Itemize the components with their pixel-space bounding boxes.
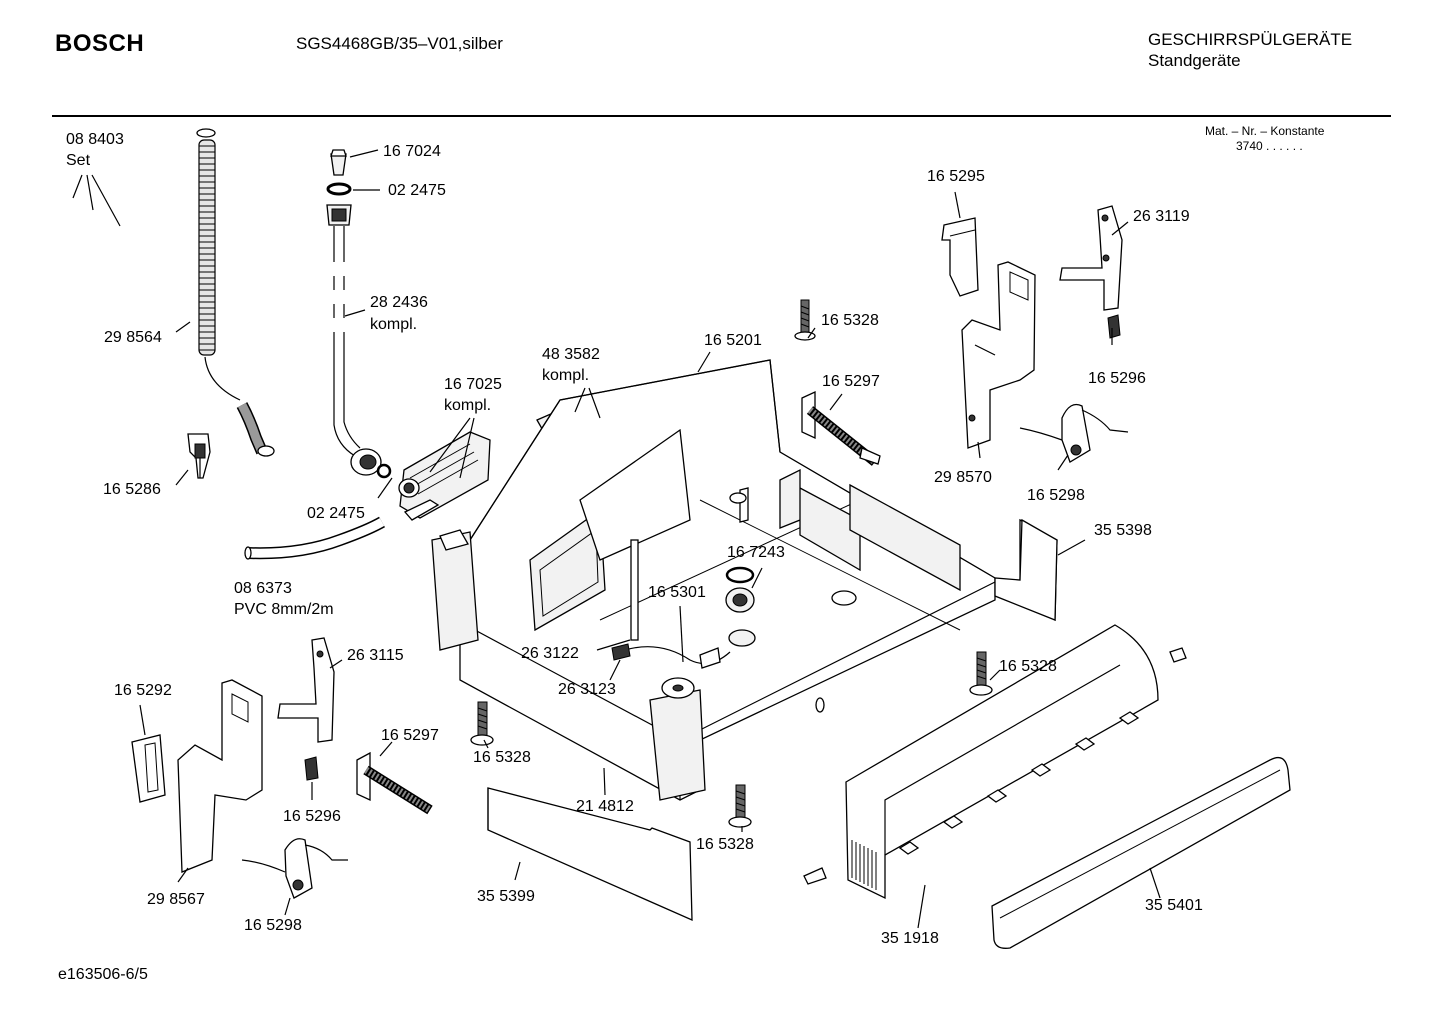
label-263122: 26 3122	[521, 645, 579, 662]
float-assembly-167243[interactable]	[661, 566, 857, 699]
label-298570: 29 8570	[934, 469, 992, 486]
label-165297-left: 16 5297	[381, 727, 439, 744]
label-pvc: PVC 8mm/2m	[234, 601, 334, 618]
part-labels: 08 8403 Set 29 8564 16 5286 16 7024 02 2…	[66, 131, 1203, 947]
label-088403: 08 8403	[66, 131, 124, 148]
label-165201: 16 5201	[704, 332, 762, 349]
screw-165328-left[interactable]	[470, 701, 494, 746]
bracket-298567[interactable]	[177, 679, 263, 873]
pvc-hose-086373[interactable]	[244, 516, 385, 560]
bracket-263115[interactable]	[277, 637, 335, 743]
label-263115: 26 3115	[347, 647, 404, 664]
label-355398: 35 5398	[1094, 522, 1152, 539]
label-298567: 29 8567	[147, 891, 205, 908]
label-165296-right: 16 5296	[1088, 370, 1146, 387]
label-165298-right: 16 5298	[1027, 487, 1085, 504]
label-165328-mid: 16 5328	[999, 658, 1057, 675]
category-subtitle: Standgeräte	[1148, 51, 1241, 70]
clip-165296-left[interactable]	[304, 756, 319, 781]
bracket-263119[interactable]	[1059, 205, 1123, 311]
bracket-165295[interactable]	[941, 217, 979, 297]
label-022475-bottom: 02 2475	[307, 505, 365, 522]
label-355401: 35 5401	[1145, 897, 1203, 914]
brand-logo: BOSCH	[55, 30, 145, 57]
label-165286: 16 5286	[103, 481, 161, 498]
label-355399: 35 5399	[477, 888, 535, 905]
label-kompl-1: kompl.	[370, 316, 417, 333]
material-note-title: Mat. – Nr. – Konstante	[1205, 124, 1325, 138]
clip-165286[interactable]	[187, 433, 211, 479]
label-165296-left: 16 5296	[283, 808, 341, 825]
bracket-298570[interactable]	[961, 261, 1036, 449]
kick-panel-351918[interactable]	[803, 624, 1187, 900]
model-number: SGS4468GB/35–V01,silber	[296, 34, 503, 53]
spring-165297-right[interactable]	[801, 390, 881, 466]
label-263123: 26 3123	[558, 681, 616, 698]
label-165297-right: 16 5297	[822, 373, 880, 390]
label-165301: 16 5301	[648, 584, 706, 601]
category-title: GESCHIRRSPÜLGERÄTE	[1148, 30, 1353, 49]
label-165292: 16 5292	[114, 682, 172, 699]
label-263119: 26 3119	[1133, 208, 1190, 225]
door-latch-165298-left[interactable]	[241, 838, 348, 899]
inlet-hose-282436[interactable]	[326, 149, 392, 479]
drain-hose-298564[interactable]	[196, 128, 275, 457]
spring-165297-left[interactable]	[356, 751, 433, 815]
label-kompl-2: kompl.	[542, 367, 589, 384]
drawing-code: e163506-6/5	[58, 966, 148, 983]
wiring-263122[interactable]	[611, 539, 731, 669]
clip-165296-right[interactable]	[1107, 314, 1121, 339]
label-167243: 16 7243	[727, 544, 785, 561]
cover-355401[interactable]	[991, 756, 1291, 949]
label-165328-bottom: 16 5328	[696, 836, 754, 853]
label-351918: 35 1918	[881, 930, 939, 947]
plinth-355399[interactable]	[487, 787, 693, 922]
label-165298-left: 16 5298	[244, 917, 302, 934]
header-divider	[52, 115, 1391, 117]
label-086373: 08 6373	[234, 580, 292, 597]
leader-lines	[72, 149, 1161, 929]
screw-165328-mid[interactable]	[969, 651, 993, 696]
label-165328-left: 16 5328	[473, 749, 531, 766]
label-483582: 48 3582	[542, 346, 600, 363]
label-282436: 28 2436	[370, 294, 428, 311]
label-165295: 16 5295	[927, 168, 985, 185]
label-167024: 16 7024	[383, 143, 441, 160]
screw-165328-bottom[interactable]	[728, 784, 752, 828]
door-latch-165298-right[interactable]	[1019, 403, 1129, 463]
label-214812: 21 4812	[576, 798, 634, 815]
label-022475-top: 02 2475	[388, 182, 446, 199]
material-note-value: 3740 . . . . . .	[1236, 139, 1303, 153]
label-kompl-3: kompl.	[444, 397, 491, 414]
label-167025: 16 7025	[444, 376, 502, 393]
label-298564: 29 8564	[104, 329, 162, 346]
screw-165328-top[interactable]	[794, 299, 816, 341]
clip-165292[interactable]	[131, 734, 166, 803]
valve-block-167025[interactable]	[398, 431, 491, 521]
label-165328-top: 16 5328	[821, 312, 879, 329]
label-set: Set	[66, 152, 91, 169]
plinth-355398[interactable]	[994, 518, 1058, 621]
